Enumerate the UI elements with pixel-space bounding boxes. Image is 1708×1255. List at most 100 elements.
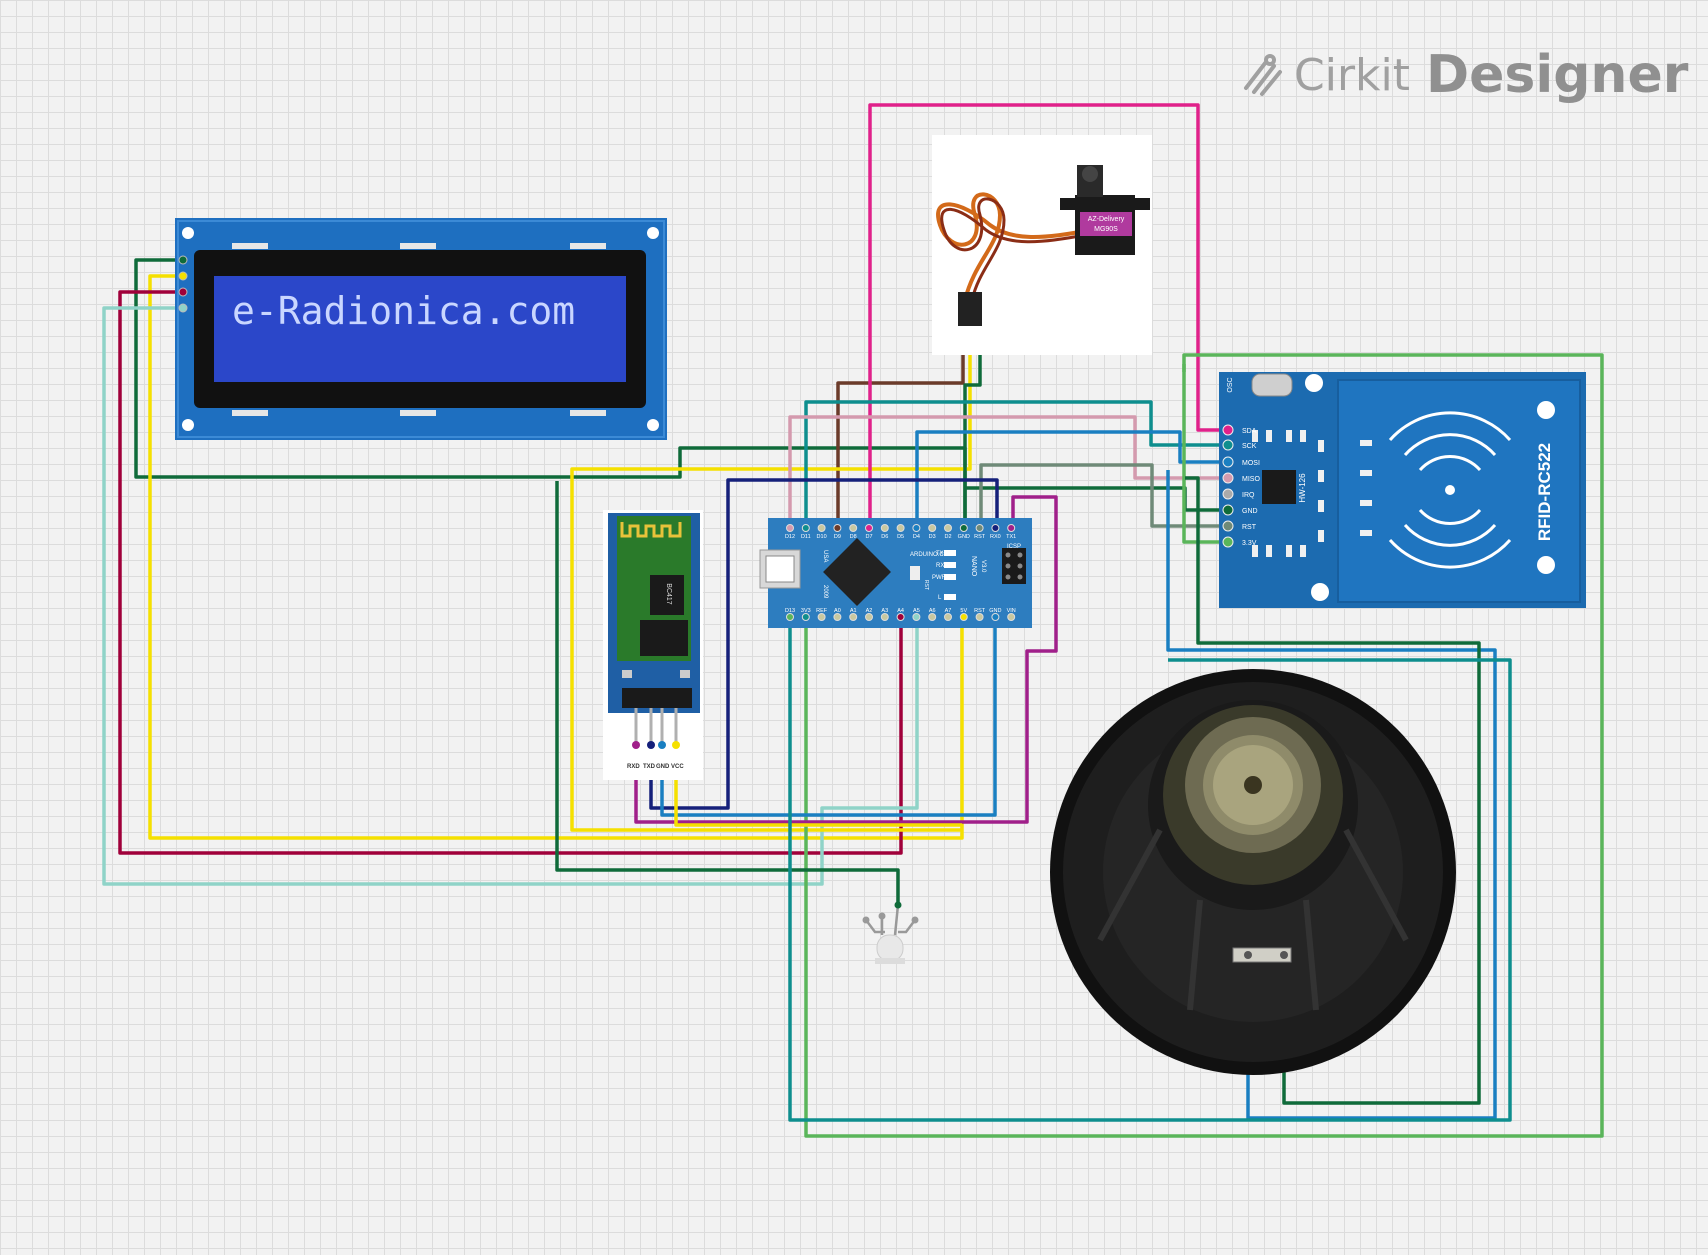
- nano-top-pin-label: D7: [865, 534, 872, 540]
- brand-cirkit: Cirkit: [1294, 49, 1410, 101]
- nano-top-pin-label: D12: [785, 534, 795, 540]
- nano-top-pin-tx1[interactable]: [1007, 524, 1016, 532]
- nano-bottom-pin-gnd[interactable]: [991, 613, 1000, 621]
- nano-bottom-pin-label: 5V: [960, 608, 967, 614]
- svg-text:TXD: TXD: [643, 764, 656, 770]
- nano-top-pin-d6[interactable]: [880, 524, 889, 532]
- nano-top-pin-rst[interactable]: [975, 524, 984, 532]
- nano-top-pin-d12[interactable]: [786, 524, 794, 532]
- nano-bottom-pin-label: A1: [850, 608, 857, 614]
- wire-rfid-rst[interactable]: [979, 463, 1228, 528]
- wire-bt-vcc[interactable]: [674, 745, 962, 827]
- nano-top-pin-label: D10: [817, 534, 827, 540]
- nano-bottom-pin-a2[interactable]: [865, 613, 873, 621]
- nano-top-pin-d9[interactable]: [833, 524, 842, 532]
- arduino-nano[interactable]: TX RX PWR L ARDUINO.CC NANO V3.0 USA 200…: [759, 518, 1032, 628]
- wire-rfid-gnd[interactable]: [965, 486, 1228, 512]
- nano-bottom-pin-a3[interactable]: [880, 613, 889, 621]
- nano-bottom-pin-d13[interactable]: [786, 613, 794, 621]
- nano-top-pin-label: D11: [801, 534, 811, 540]
- nano-top-pin-label: D4: [913, 534, 920, 540]
- arduino-model: NANO: [970, 556, 977, 577]
- nano-bottom-pin-a5[interactable]: [912, 613, 921, 621]
- svg-text:RXD: RXD: [627, 764, 640, 770]
- nano-bottom-pin-a4[interactable]: [896, 613, 905, 621]
- nano-top-pin-label: D2: [944, 534, 951, 540]
- nano-bottom-pin-a0[interactable]: [833, 613, 842, 621]
- arduino-usa-label: USA: [822, 550, 828, 562]
- wire-lcd-scl[interactable]: [102, 306, 919, 886]
- nano-bottom-pin-a1[interactable]: [849, 613, 858, 621]
- servo-motor[interactable]: AZ-Delivery MG90S: [932, 135, 1152, 355]
- nano-top-pin-d7[interactable]: [865, 524, 873, 532]
- bluetooth-chip-label: BC417: [665, 583, 672, 605]
- nano-top-pin-d3[interactable]: [928, 524, 937, 532]
- wire-rfid-mosi[interactable]: [788, 415, 1228, 528]
- nano-top-pin-d8[interactable]: [849, 524, 858, 532]
- wire-bt-gnd[interactable]: [660, 617, 997, 817]
- svg-text:SCK: SCK: [1242, 443, 1257, 450]
- nano-bottom-pin-label: A6: [929, 608, 936, 614]
- nano-bottom-pin-label: A5: [913, 608, 920, 614]
- nano-top-pin-d2[interactable]: [944, 524, 952, 532]
- rfid-label: RFID-RC522: [1535, 443, 1554, 541]
- svg-text:RX: RX: [936, 563, 944, 569]
- nano-bottom-pin-a7[interactable]: [944, 613, 952, 621]
- nano-top-pin-label: D3: [929, 534, 936, 540]
- nano-bottom-pin-label: RST: [974, 608, 986, 614]
- arduino-rst-label: RST: [923, 580, 929, 590]
- wire-gnd-loop[interactable]: [788, 617, 1512, 1122]
- bluetooth-pin-labels: RXD TXD GND VCC: [627, 764, 684, 770]
- wire-bt-rxd[interactable]: [634, 495, 1058, 824]
- wire-lcd-vcc[interactable]: [148, 274, 964, 840]
- arduino-year-label: 2009: [822, 585, 828, 599]
- nano-bottom-pin-3v3[interactable]: [801, 613, 810, 621]
- wire-speaker-pos[interactable]: [1166, 470, 1497, 1120]
- rfid-components: [1252, 430, 1372, 557]
- nano-bottom-pin-vin[interactable]: [1007, 613, 1016, 621]
- nano-top-pin-d5[interactable]: [896, 524, 905, 532]
- nano-top-pin-label: D8: [850, 534, 857, 540]
- rgb-led[interactable]: [862, 901, 919, 965]
- nano-bottom-pin-5v[interactable]: [959, 613, 968, 621]
- wire-speaker-neg[interactable]: [1185, 476, 1481, 1105]
- nano-bottom-pin-label: A7: [945, 608, 952, 614]
- rfid-module[interactable]: RFID-RC522 OSC HW-126: [1219, 372, 1586, 608]
- nano-bottom-pin-label: D13: [785, 608, 795, 614]
- nano-bottom-pin-a6[interactable]: [928, 613, 937, 621]
- nano-bottom-pin-label: 3V3: [801, 608, 811, 614]
- wire-rfid-sda[interactable]: [868, 103, 1228, 528]
- speaker[interactable]: [1050, 669, 1456, 1075]
- wire-led-anode[interactable]: [555, 481, 900, 905]
- svg-text:TX: TX: [936, 551, 944, 557]
- nano-top-pin-d11[interactable]: [801, 524, 810, 532]
- nano-bottom-pin-label: A0: [834, 608, 841, 614]
- svg-text:GND: GND: [656, 764, 670, 770]
- lcd-display[interactable]: e-Radionica.com: [175, 218, 667, 440]
- nano-top-pin-rx0[interactable]: [991, 524, 1000, 532]
- arduino-brand: ARDUINO.CC: [910, 552, 949, 558]
- nano-top-pin-label: D6: [881, 534, 888, 540]
- nano-bottom-pin-ref[interactable]: [817, 613, 826, 621]
- nano-top-pin-d10[interactable]: [817, 524, 826, 532]
- nano-top-pin-label: D9: [834, 534, 841, 540]
- wire-rfid-sck[interactable]: [804, 400, 1228, 528]
- bluetooth-module[interactable]: BC417 RXD TXD GND VCC: [603, 510, 703, 780]
- nano-top-pin-label: D5: [897, 534, 904, 540]
- svg-text:IRQ: IRQ: [1242, 492, 1255, 499]
- wire-rfid-3v3[interactable]: [804, 353, 1604, 1138]
- nano-bottom-pin-rst[interactable]: [975, 613, 984, 621]
- nano-top-pin-gnd[interactable]: [959, 524, 968, 532]
- wire-lcd-sda[interactable]: [118, 290, 903, 855]
- nano-top-pin-label: RX0: [990, 534, 1001, 540]
- wire-servo-vcc[interactable]: [570, 322, 972, 832]
- wire-rfid-miso[interactable]: [915, 430, 1228, 528]
- nano-bottom-pin-label: A3: [881, 608, 888, 614]
- nano-top-pin-d4[interactable]: [912, 524, 921, 532]
- nano-top-pin-label: TX1: [1006, 534, 1016, 540]
- wire-bt-txd[interactable]: [649, 478, 999, 810]
- nano-bottom-pin-label: REF: [816, 608, 828, 614]
